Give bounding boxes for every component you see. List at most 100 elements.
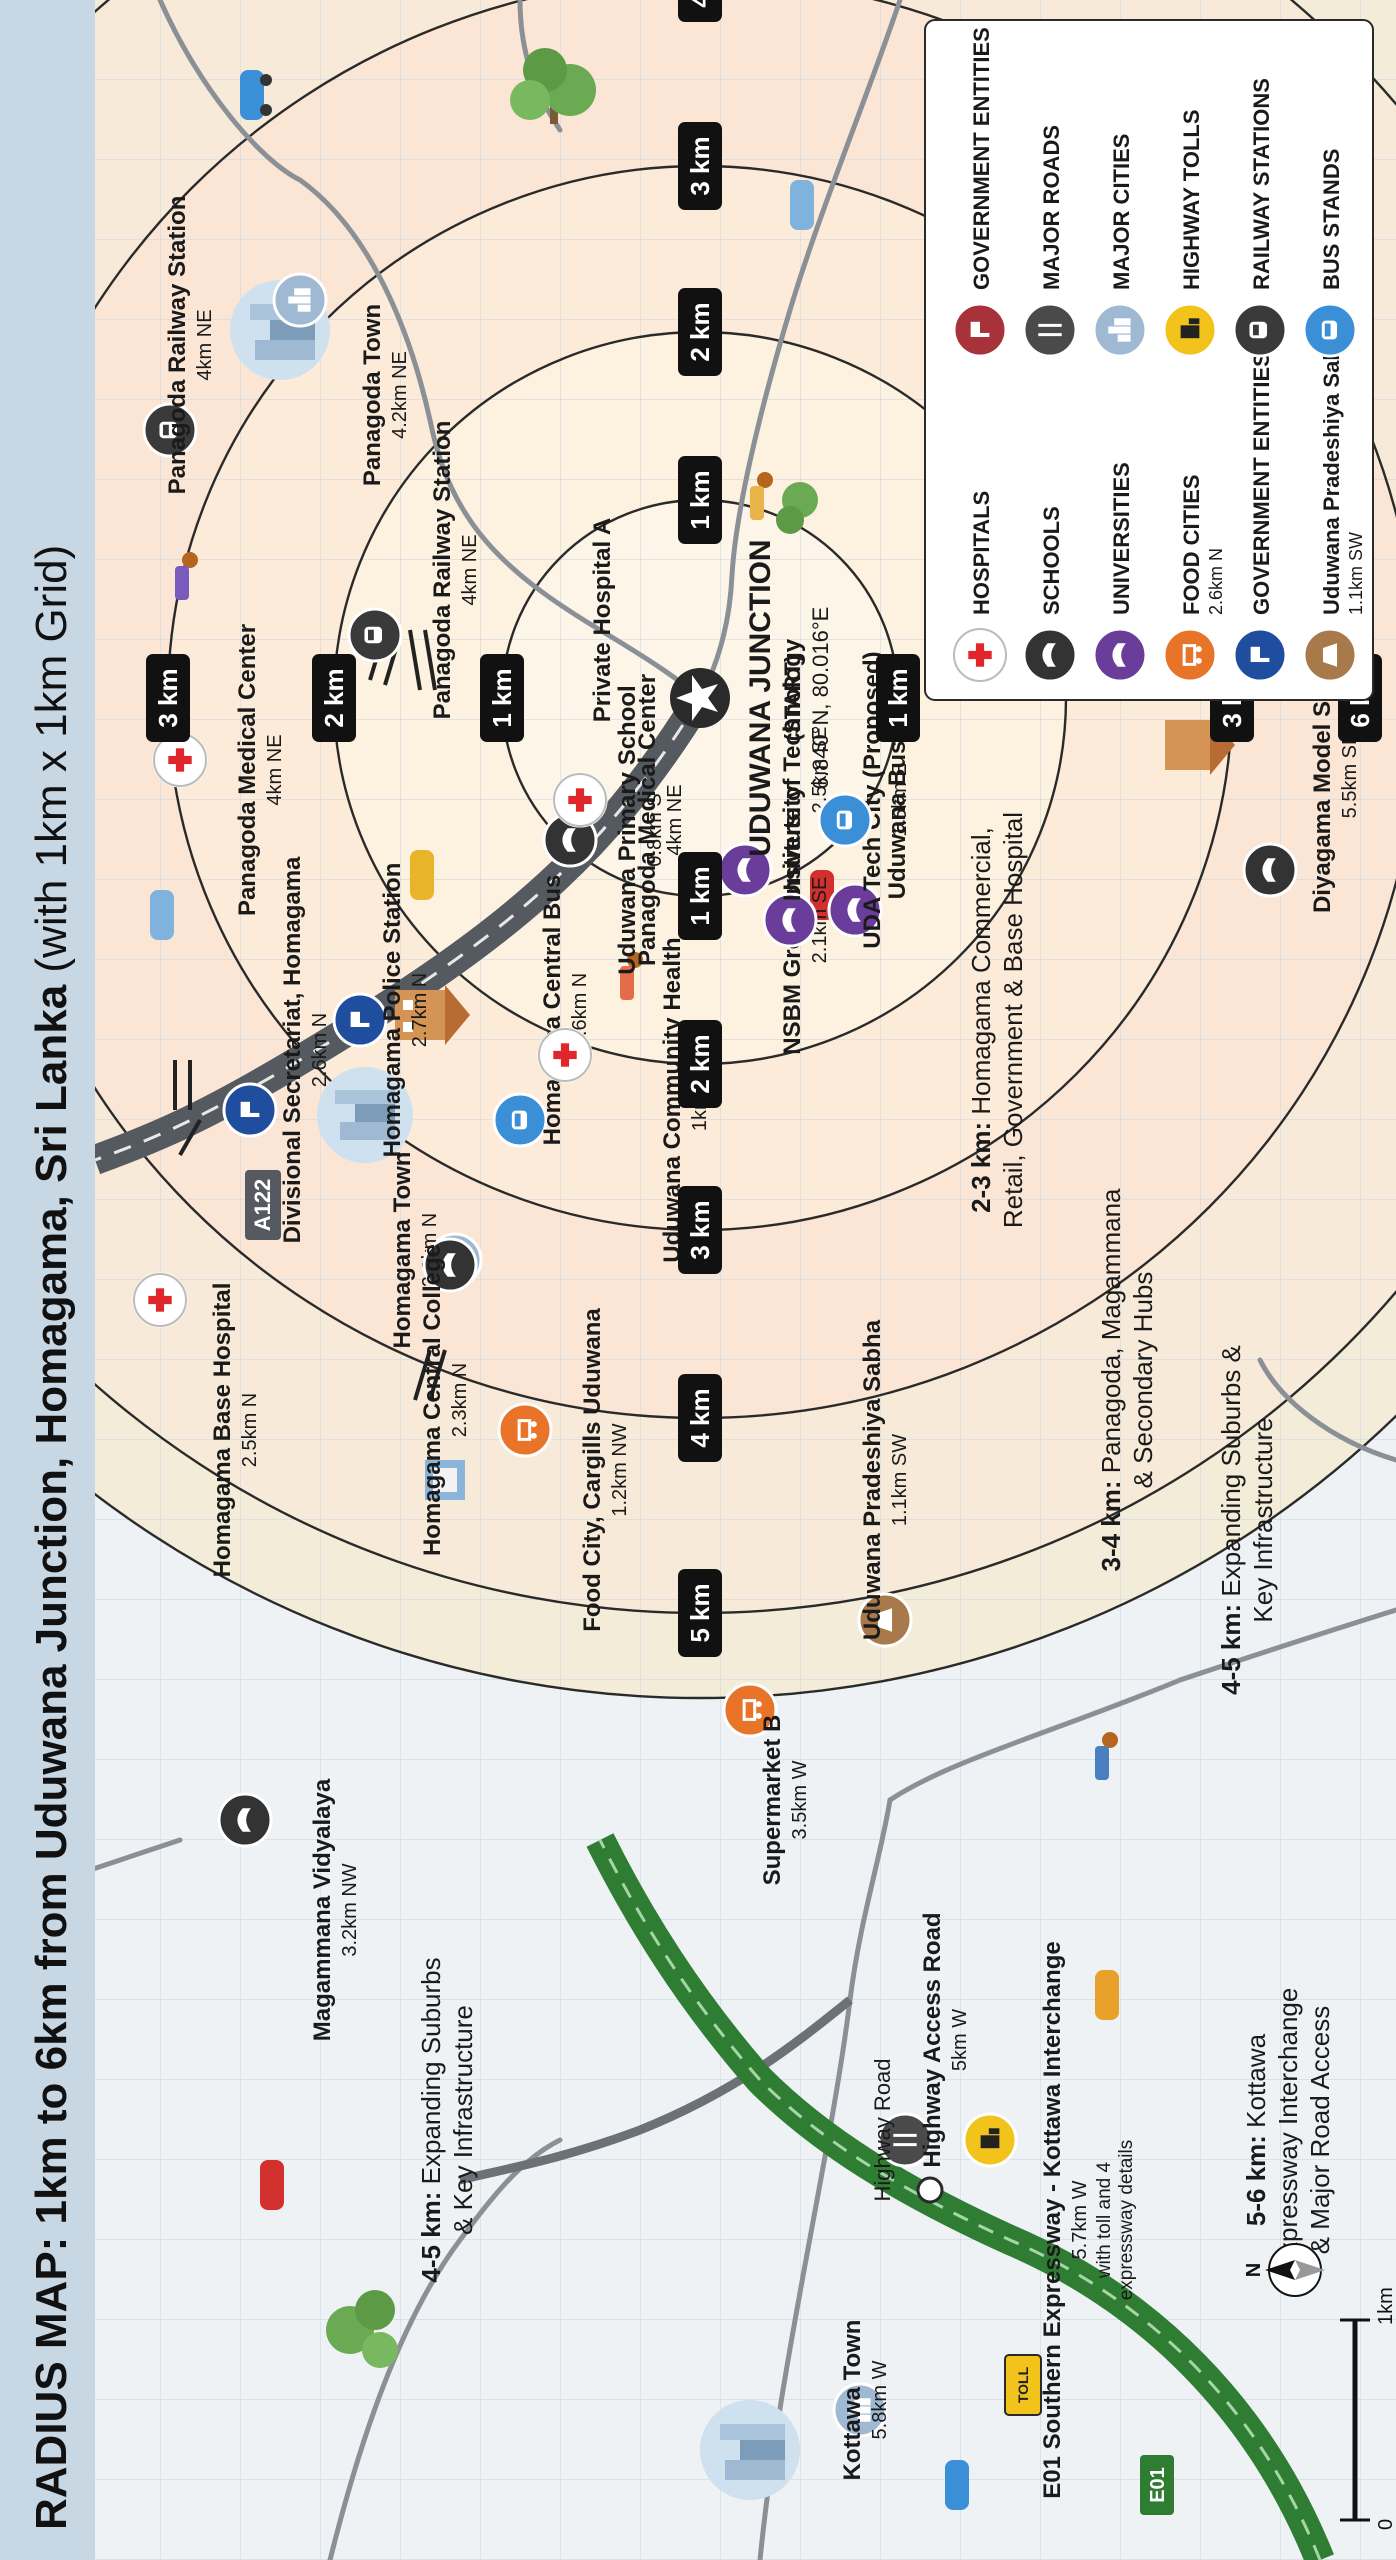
legend-label: RAILWAY STATIONS	[1249, 78, 1274, 290]
ring-distance-label: 1 km	[876, 654, 920, 742]
toll-icon	[1162, 302, 1218, 358]
center-sub: (START)	[780, 655, 805, 741]
minor-road-southwest[interactable]	[887, 1607, 1396, 1803]
poi-name: Supermarket B	[759, 1715, 786, 1886]
pradeshiya-icon	[1302, 627, 1358, 683]
legend-item: MAJOR CITIES	[1092, 134, 1148, 358]
ring-distance-label: 3 km	[146, 654, 190, 742]
compass-north-label: N	[1243, 2263, 1265, 2277]
ring-distance-label: 2 km	[678, 1020, 722, 1108]
building-icon	[395, 985, 470, 1045]
toll-icon	[962, 2112, 1018, 2168]
ring-label-text: 1 km	[487, 668, 517, 727]
ring-label-text: 2 km	[319, 668, 349, 727]
ring-label-text: 1 km	[685, 866, 715, 925]
legend-label: BUS STANDS	[1319, 149, 1344, 290]
building-icon	[425, 1460, 465, 1500]
diyagama-homagama-road[interactable]	[697, 0, 903, 701]
car-icon	[410, 850, 434, 900]
city-icon	[272, 272, 328, 328]
railway-icon	[1232, 302, 1288, 358]
poi-24[interactable]: E01 Southern Expressway - Kottawa Interc…	[962, 1941, 1137, 2499]
university-icon	[827, 882, 883, 938]
hospital-icon	[132, 1272, 188, 1328]
highway-road[interactable]	[458, 1996, 853, 2185]
zone-note: 4-5 km: Expanding Suburbs &Key Infrastru…	[1216, 1345, 1278, 1695]
food-icon	[722, 1682, 778, 1738]
railway-icon	[347, 607, 403, 663]
car-icon	[150, 890, 174, 940]
zone-note-line2: & Secondary Hubs	[1128, 1272, 1158, 1489]
zone-note-line1: 5-6 km: Kottawa	[1241, 2033, 1271, 2226]
poi-name: Institute of Technology	[779, 638, 806, 901]
poi-note: with toll and 4	[1094, 2161, 1115, 2279]
legend-sub: 1.1km SW	[1346, 532, 1366, 615]
poi-distance: 2.1km SE	[809, 877, 831, 964]
minor-road-south[interactable]	[1257, 1357, 1396, 1463]
legend-item: HIGHWAY TOLLS	[1162, 109, 1218, 358]
ring-label-text: 2 km	[685, 1034, 715, 1093]
poi-name: Divisional Secretariat, Homagama	[279, 856, 306, 1243]
zone-note-line1: 4-5 km: Expanding Suburbs &	[1216, 1345, 1246, 1695]
legend-item: GOVERNMENT ENTITIES	[952, 27, 1008, 358]
car-icon	[260, 2160, 284, 2210]
poi-note: expressway details	[1116, 2140, 1137, 2301]
car-icon	[1095, 1970, 1119, 2020]
a122-shield: A122	[245, 1170, 281, 1240]
poi-distance: 4.2km NE	[389, 351, 411, 439]
ring-distance-label: 4 km	[678, 1374, 722, 1462]
pradeshiya-icon	[857, 1592, 913, 1648]
legend-item: SCHOOLS	[1022, 506, 1078, 683]
zone-note-line3: & Major Road Access	[1305, 2006, 1335, 2255]
poi-distance: 2.3km N	[449, 1363, 471, 1437]
city-icon	[1092, 302, 1148, 358]
university-icon	[762, 892, 818, 948]
main-road-north[interactable]	[157, 0, 703, 701]
legend-item: RAILWAY STATIONS	[1232, 78, 1288, 358]
zone-note-line2: Retail, Government & Base Hospital	[998, 812, 1028, 1228]
poi-name: Homagama Police Station	[379, 863, 406, 1158]
center-marker[interactable]	[670, 668, 730, 728]
zone-note-line2: & Key Infrastructure	[448, 2005, 478, 2235]
legend-item: GOVERNMENT ENTITIES	[1232, 352, 1288, 683]
ring-distance-label: 1 km	[678, 456, 722, 544]
e01-expressway[interactable]	[586, 1833, 1334, 2560]
zone-note: 3-4 km: Panagoda, Magammana& Secondary H…	[1096, 1188, 1158, 1572]
minor-road-nw[interactable]	[0, 1837, 183, 1903]
poi-distance: 2.7km N	[409, 973, 431, 1047]
people-icon	[750, 472, 773, 520]
ring-label-text: 1 km	[685, 470, 715, 529]
scale-one-km: 1km	[1375, 2287, 1396, 2325]
poi-distance: 2.5km N	[239, 1393, 261, 1467]
people-icon	[175, 552, 198, 600]
legend-label: MAJOR CITIES	[1109, 134, 1134, 290]
food-icon	[497, 1402, 553, 1458]
poi-name: Food City, Cargills Uduwana	[579, 1308, 606, 1632]
ring-6km	[95, 0, 1396, 1700]
poi-name: Panagoda Medical Center	[234, 624, 261, 916]
minor-road-west[interactable]	[757, 1797, 893, 2560]
